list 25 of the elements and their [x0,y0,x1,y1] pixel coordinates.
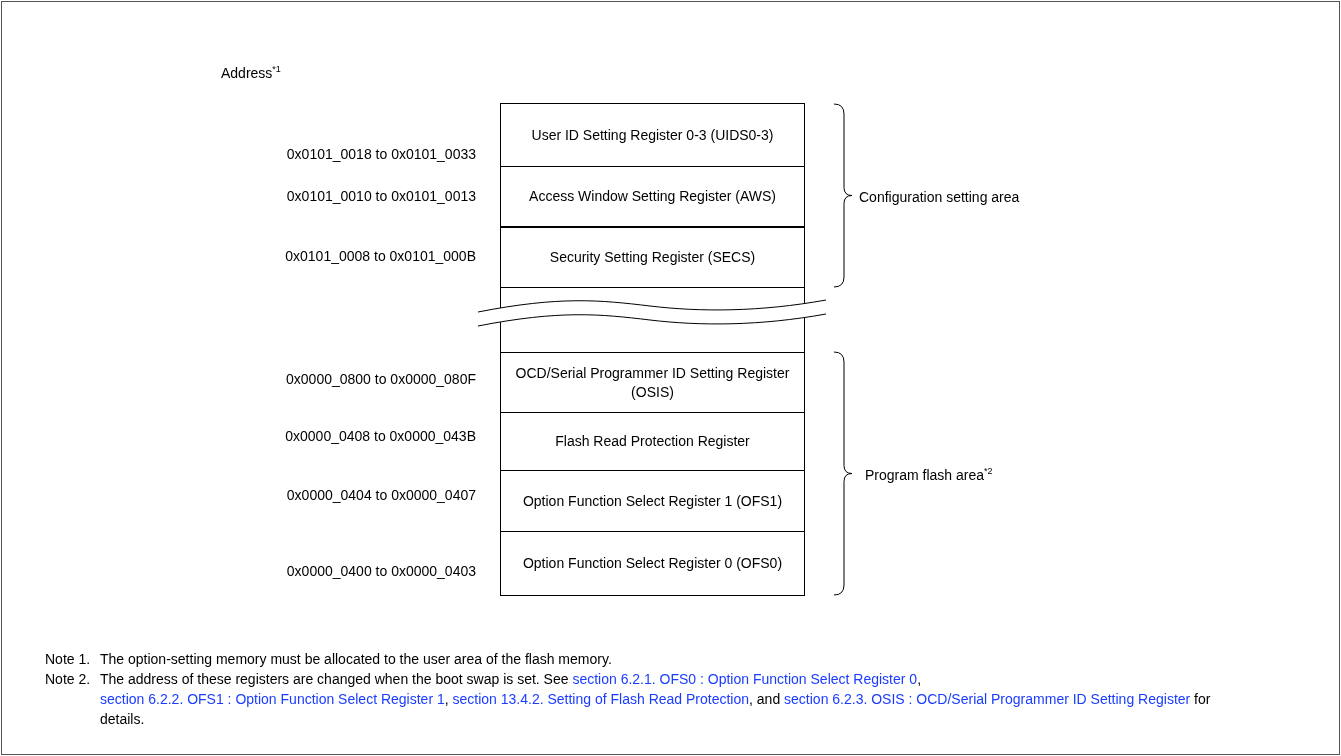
section-link: section 6.2.1. OFS0 : Option Function Select Register 0 [572,671,918,687]
section-link: section 6.2.3. OSIS : OCD/Serial Programmer ID Setting Register [784,691,1191,707]
address-label: 0x0101_0010 to 0x0101_0013 [286,188,476,205]
area-label: Configuration setting area [859,189,1020,206]
register-cell: Access Window Setting Register (AWS) [500,166,805,227]
note-label: Note 2. [45,670,91,689]
note-text: The address of these registers are changed when the boot swap is set. See section 6.2.1. OFS0 : Option Function Select Register 0, section 6.2.2. OFS1 : Option Function Select Register 1, section 13.4.2. Setting of Flash Read Protection, and section 6.2.3. OSIS : OCD/Serial Programmer ID Setting Register for details. [100,670,1212,729]
register-cell: Option Function Select Register 1 (OFS1) [500,470,805,532]
register-cell: OCD/Serial Programmer ID Setting Register (OSIS) [500,352,805,413]
section-link: section 6.2.2. OFS1 : Option Function Select Register 1 [100,691,445,707]
register-cell: User ID Setting Register 0-3 (UIDS0-3) [500,103,805,167]
address-label: 0x0000_0404 to 0x0000_0407 [286,487,476,504]
address-heading: Address$^{*1}$ [221,64,281,82]
address-label: 0x0000_0800 to 0x0000_080F [286,371,476,388]
register-cell: Security Setting Register (SECS) [500,227,805,288]
area-label: Program flash area$^{*2}$ [865,466,993,484]
section-link: section 13.4.2. Setting of Flash Read Protection [452,691,750,707]
address-label: 0x0101_0018 to 0x0101_0033 [286,146,476,163]
register-cell: Option Function Select Register 0 (OFS0) [500,531,805,596]
address-label: 0x0000_0408 to 0x0000_043B [285,428,476,445]
register-cell: Flash Read Protection Register [500,412,805,471]
note-label: Note 1. [45,650,91,669]
note-text: The option-setting memory must be allocated to the user area of the flash memory. [100,650,613,669]
address-label: 0x0101_0008 to 0x0101_000B [285,248,476,265]
address-label: 0x0000_0400 to 0x0000_0403 [286,563,476,580]
